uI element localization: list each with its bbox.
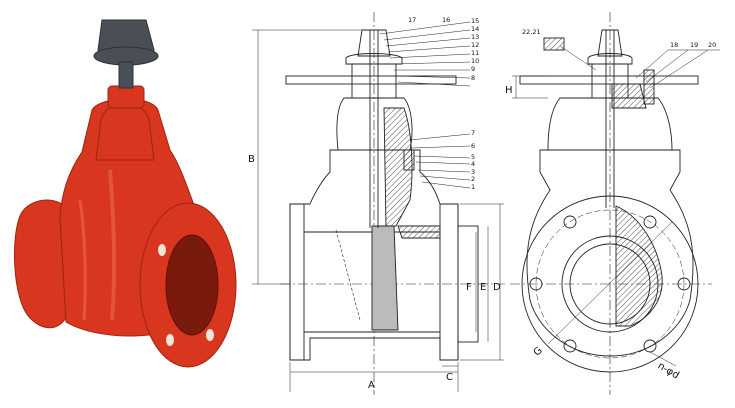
dim-F: F	[466, 282, 472, 293]
part-16: 16	[442, 16, 450, 24]
end-top-plate	[519, 75, 699, 85]
part-4: 4	[471, 160, 475, 168]
end-cap-lip	[587, 53, 633, 65]
end-section-drawing	[510, 12, 720, 395]
end-bolt-hole-1	[529, 277, 543, 291]
part-17: 17	[408, 16, 416, 24]
end-flange-circle	[521, 195, 699, 373]
side-section-drawing	[252, 12, 505, 395]
photo-stem	[118, 61, 134, 89]
part-6: 6	[471, 142, 475, 150]
end-detail-box	[543, 37, 565, 51]
part-8: 8	[471, 74, 475, 82]
side-part-labels: 17 16 15 14 13 12 11 10 9 8 7 6 5 4 3 2 …	[408, 16, 479, 191]
part-7: 7	[471, 129, 475, 137]
end-nd-line	[649, 351, 677, 367]
side-raised-face	[457, 225, 479, 343]
photo-bonnet	[95, 103, 155, 161]
side-dimensions	[252, 29, 504, 392]
end-bolt-hole-6	[643, 215, 657, 229]
photo-stem-collar	[107, 85, 145, 109]
photo-body-rib	[78, 199, 87, 321]
dim-H: H	[505, 85, 513, 96]
side-leaders	[379, 21, 471, 189]
side-dimension-labels: B A C F E D	[248, 154, 501, 391]
end-bolt-hole-5	[563, 215, 577, 229]
side-cap-lip	[345, 53, 403, 65]
dim-C: C	[446, 372, 453, 383]
dim-A: A	[368, 380, 375, 391]
dim-n-phi-d: n-φd	[656, 361, 681, 382]
end-bonnet-hatch	[611, 83, 647, 109]
photo-body-highlight	[108, 169, 117, 321]
part-9: 9	[471, 65, 475, 73]
part-19: 19	[690, 41, 698, 49]
photo-bolt-hole-1	[158, 244, 166, 256]
part-20: 20	[708, 41, 716, 49]
end-bolt-hole-2	[677, 277, 691, 291]
part-10: 10	[471, 57, 479, 65]
side-gate	[371, 225, 399, 331]
end-gate	[615, 205, 663, 327]
part-22-21: 22,21	[522, 28, 541, 36]
part-18: 18	[670, 41, 678, 49]
part-14: 14	[471, 25, 479, 33]
photo-left-flange	[14, 199, 71, 329]
photo-bolt-hole-3	[206, 329, 214, 341]
end-g-line	[547, 221, 673, 345]
side-gland-bolt	[403, 149, 415, 171]
part-13: 13	[471, 33, 479, 41]
end-leaders	[559, 45, 720, 89]
photo-bolt-hole-2	[166, 334, 174, 346]
end-body	[526, 149, 694, 357]
side-wedge-guide	[335, 229, 361, 321]
side-right-flange	[439, 203, 459, 361]
side-cap	[357, 29, 391, 57]
end-bolt-circle	[535, 209, 685, 359]
dim-B: B	[248, 154, 255, 165]
dim-E: E	[480, 282, 486, 293]
side-seat	[397, 225, 441, 239]
end-bolt-hole-3	[563, 339, 577, 353]
part-3: 3	[471, 168, 475, 176]
part-5: 5	[471, 153, 475, 161]
valve-photo	[14, 19, 237, 368]
part-2: 2	[471, 175, 475, 183]
dim-G: G	[532, 345, 545, 358]
part-12: 12	[471, 41, 479, 49]
part-15: 15	[471, 17, 479, 25]
side-left-flange	[289, 203, 305, 361]
part-1: 1	[471, 183, 475, 191]
end-bonnet-bolt	[643, 69, 655, 105]
side-top-plate	[285, 75, 457, 85]
photo-right-bore	[165, 234, 219, 336]
dim-D: D	[493, 282, 501, 293]
end-part-labels: 22,21 18 19 20 H G n-φd	[505, 28, 716, 382]
part-11: 11	[471, 49, 479, 57]
